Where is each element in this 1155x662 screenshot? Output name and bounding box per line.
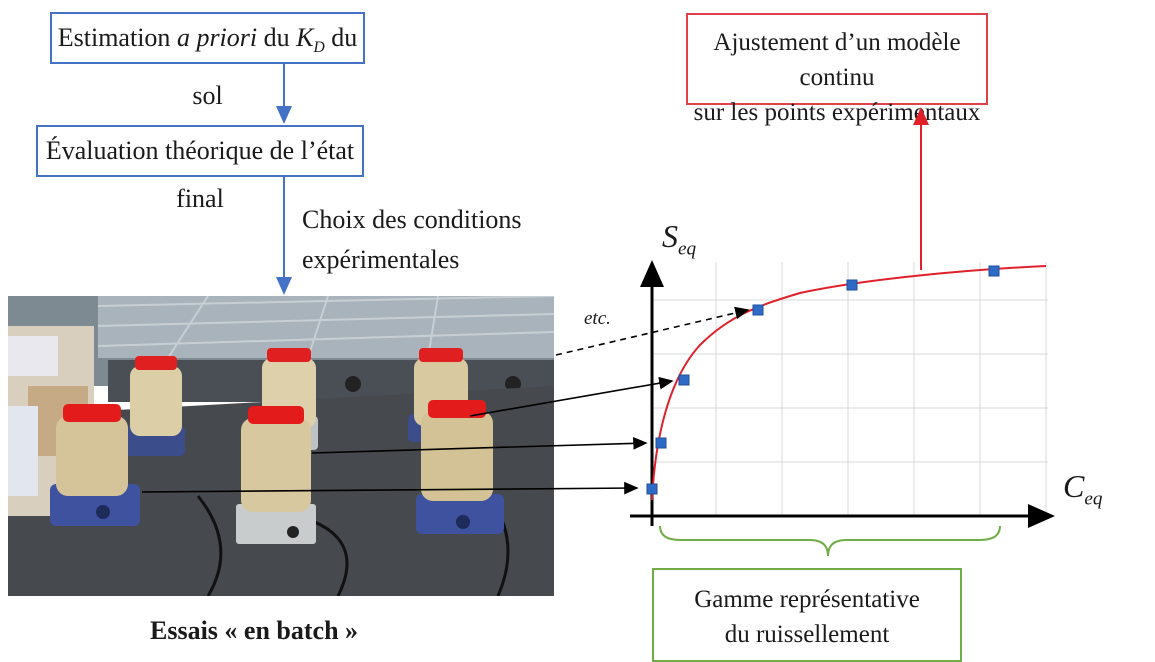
gamme-line1: Gamme représentative — [694, 586, 920, 613]
ajustement-line1: Ajustement d’un modèle continu — [713, 29, 961, 91]
data-point — [846, 279, 858, 291]
y-axis-base: S — [662, 218, 678, 254]
data-point — [646, 483, 658, 495]
kd-base: K — [296, 23, 314, 52]
estimation-box: Estimation a priori du KD du sol — [50, 12, 365, 110]
estimation-apriori: a priori — [176, 23, 258, 52]
photo-arrow-2 — [311, 436, 648, 454]
estimation-prefix: Estimation — [57, 23, 177, 52]
data-point — [752, 304, 764, 316]
batch-experiment-photo — [8, 296, 554, 596]
estimation-mid: du — [257, 23, 297, 52]
photo-arrow-3 — [469, 376, 674, 417]
evaluation-box: Évaluation théorique de l’état final — [36, 125, 364, 213]
data-point — [678, 374, 690, 386]
x-axis-sub: eq — [1084, 488, 1103, 510]
gamme-box: Gamme représentative du ruissellement — [652, 568, 962, 662]
data-point — [988, 265, 1000, 277]
fit-curve — [651, 265, 1047, 501]
range-bracket — [659, 525, 1001, 557]
x-axis-base: C — [1063, 468, 1085, 504]
choix-label: Choix des conditions expérimentales — [302, 200, 522, 280]
etc-label: etc. — [584, 308, 611, 329]
kd-symbol: KD — [296, 23, 325, 56]
y-axis-label: Seq — [662, 218, 696, 260]
choix-line1: Choix des conditions — [302, 205, 522, 234]
estimation-suffix: du sol — [192, 23, 358, 111]
x-axis-label: Ceq — [1063, 468, 1102, 510]
ajustement-box: Ajustement d’un modèle continu sur les p… — [686, 13, 988, 126]
kd-sub: D — [313, 39, 325, 57]
data-point — [655, 437, 667, 449]
ajustement-line2: sur les points expérimentaux — [693, 99, 981, 126]
y-axis-sub: eq — [678, 238, 697, 260]
photo-arrow-1 — [141, 481, 639, 495]
evaluation-text: Évaluation théorique de l’état final — [45, 136, 355, 213]
essais-caption: Essais « en batch » — [150, 616, 359, 645]
chart-grid — [652, 262, 1048, 516]
choix-line2: expérimentales — [302, 245, 460, 274]
gamme-line2: du ruissellement — [724, 621, 890, 648]
